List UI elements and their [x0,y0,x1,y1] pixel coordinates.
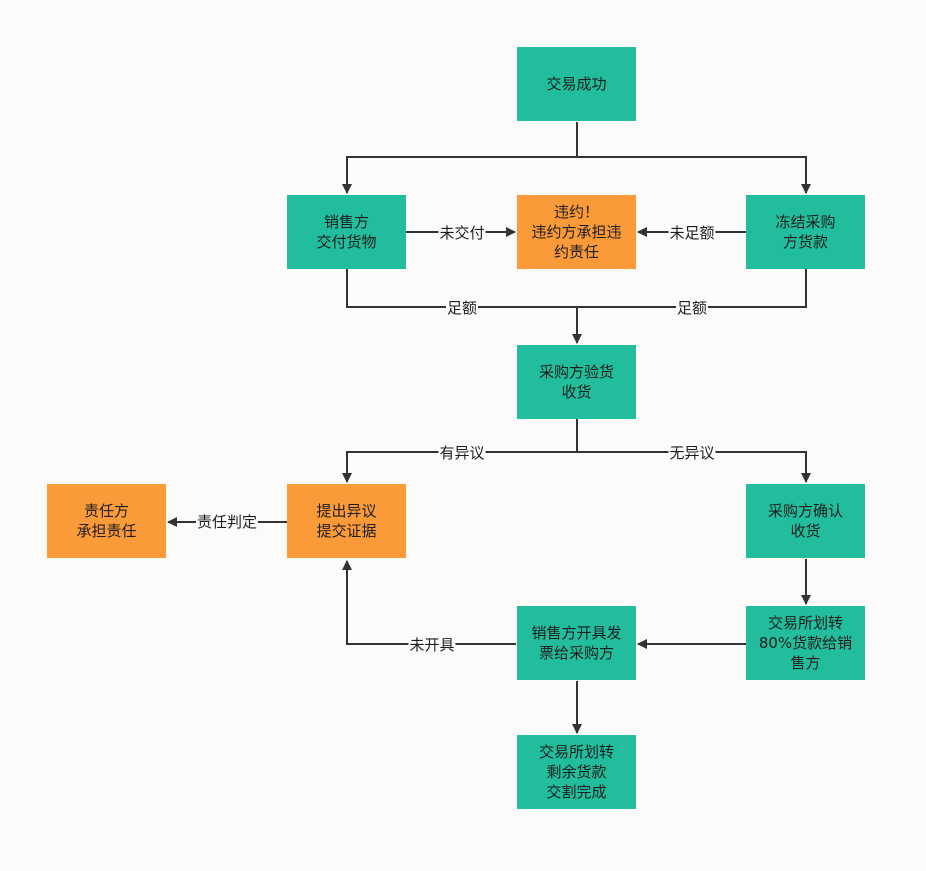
node-line: 票给采购方 [538,644,614,662]
node-line: 交易成功 [546,75,607,93]
edge-label-sufficient-left: 足额 [445,298,479,318]
node-liable-party: 责任方 承担责任 [47,484,166,558]
node-line: 剩余货款 [546,763,607,781]
node-line: 采购方验货 [538,363,614,381]
node-line: 80%货款给销 [758,634,853,652]
edge-label-not-issued: 未开具 [408,635,456,655]
node-issue-invoice: 销售方开具发 票给采购方 [517,606,636,680]
node-line: 方货款 [782,233,828,251]
node-line: 约责任 [553,243,599,261]
node-trade-success: 交易成功 [517,47,636,121]
node-freeze-payment: 冻结采购 方货款 [746,195,865,269]
edge-seller-to-inspect [346,269,807,308]
node-line: 违约！ [553,203,599,221]
edge-label-no-objection: 无异议 [668,443,716,463]
node-line: 提交证据 [316,522,377,540]
node-confirm-receipt: 采购方确认 收货 [746,484,865,558]
node-line: 责任方 [83,502,129,520]
edge-label-sufficient-right: 足额 [675,298,709,318]
node-objection: 提出异议 提交证据 [287,484,406,558]
edge-invoice-to-objection [342,560,516,645]
node-line: 销售方开具发 [531,624,622,642]
edge-label-liability-ruling: 责任判定 [195,512,259,532]
node-line: 承担责任 [76,522,137,540]
node-line: 收货 [561,383,592,401]
node-line: 售方 [790,654,821,672]
edge-success-to-freeze [577,156,811,194]
node-line: 采购方确认 [767,502,843,520]
node-inspect: 采购方验货 收货 [517,345,636,419]
node-line: 提出异议 [316,502,377,520]
node-line: 销售方 [323,213,369,231]
node-line: 交易所划转 [767,614,843,632]
edge-inspect-to-confirm [577,451,811,483]
node-line: 交割完成 [546,783,607,801]
node-line: 交付货物 [316,233,377,251]
node-seller-deliver: 销售方 交付货物 [287,195,406,269]
node-line: 冻结采购 [775,213,836,231]
node-transfer-80: 交易所划转 80%货款给销 售方 [746,606,865,680]
node-line: 违约方承担违 [531,223,622,241]
edge-label-insufficient: 未足额 [668,223,716,243]
edge-label-has-objection: 有异议 [438,443,486,463]
node-breach: 违约！ 违约方承担违 约责任 [517,195,636,269]
node-complete: 交易所划转 剩余货款 交割完成 [517,735,636,809]
edge-success-to-seller [342,122,578,194]
node-line: 交易所划转 [538,743,614,761]
node-line: 收货 [790,522,821,540]
edge-label-not-delivered: 未交付 [438,223,486,243]
